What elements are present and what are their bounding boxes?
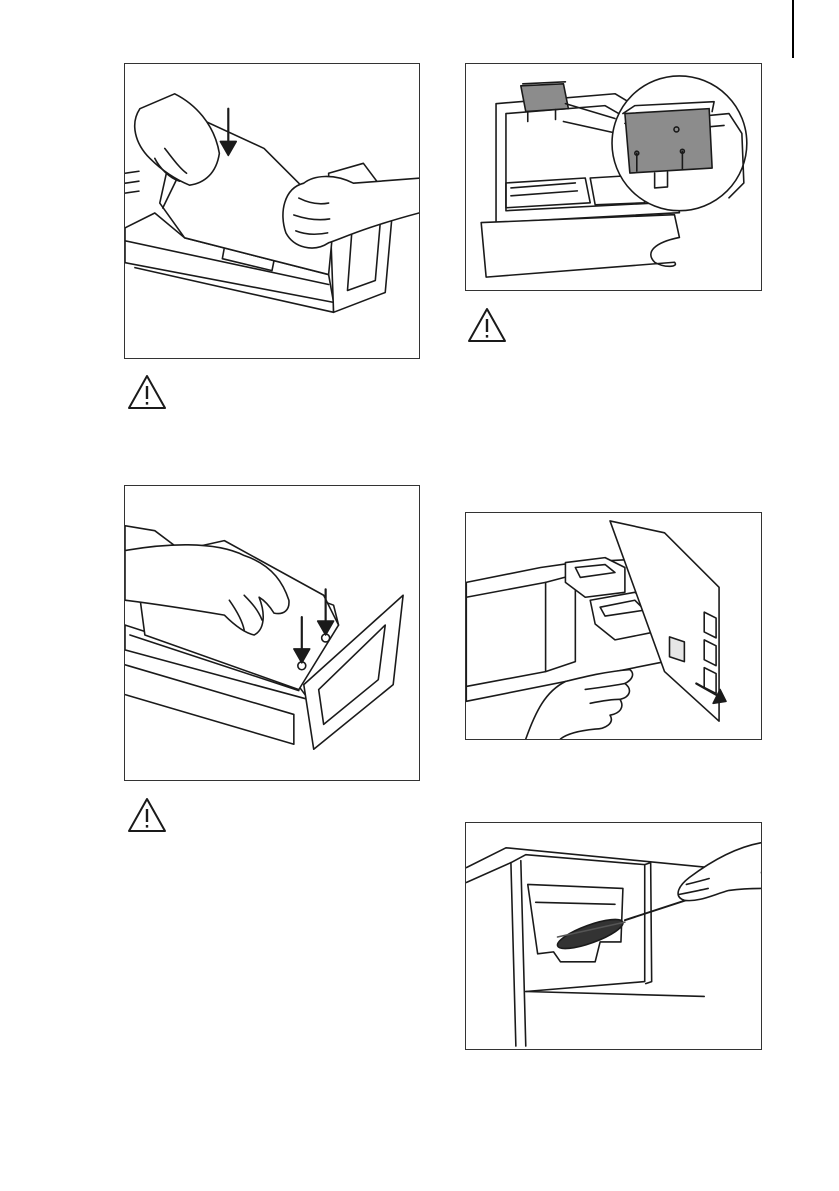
warning-triangle-icon — [127, 374, 167, 410]
warning-triangle-icon — [127, 797, 167, 833]
illustration-dispenser-parts — [465, 63, 762, 291]
illustration-insert-flap — [124, 63, 420, 359]
page-crop-mark — [792, 0, 794, 58]
illustration-brush-recess — [465, 822, 762, 1050]
illustration-remove-flap — [465, 512, 762, 740]
warning-triangle-icon — [467, 307, 507, 343]
illustration-press-flap — [124, 485, 420, 781]
